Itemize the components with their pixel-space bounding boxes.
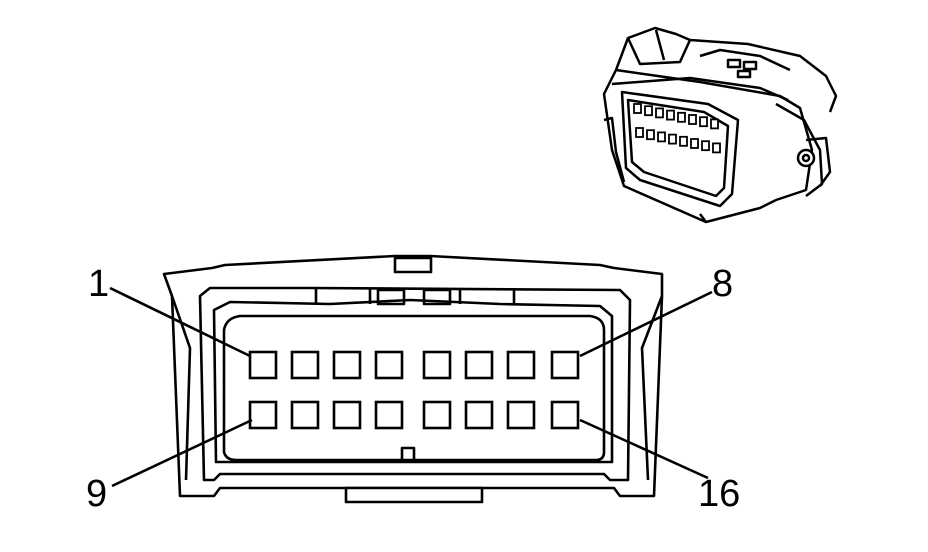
pin-cavity-7 <box>506 350 536 380</box>
cavity-3d-2 <box>644 105 653 117</box>
pin-label-8: 8 <box>712 263 733 305</box>
pin-cavity-13 <box>422 400 452 430</box>
pin-cavity-2 <box>290 350 320 380</box>
cavity-3d-10 <box>646 129 655 141</box>
cavity-3d-9 <box>635 127 644 138</box>
pin-cavity-16 <box>550 400 580 430</box>
pin-cavity-6 <box>464 350 494 380</box>
leader-pin-9 <box>111 418 253 488</box>
cavity-3d-7 <box>699 116 708 128</box>
leader-pin-16 <box>579 418 709 480</box>
connector-3d-cavities <box>633 103 721 154</box>
cavity-3d-12 <box>668 133 677 145</box>
connector-face-cavities <box>248 350 580 430</box>
pin-cavity-5 <box>422 350 452 380</box>
pin-cavity-11 <box>332 400 362 430</box>
leader-lines <box>109 286 713 488</box>
connector-3d-view <box>602 26 838 224</box>
cavity-3d-4 <box>666 109 675 121</box>
cavity-3d-1 <box>633 103 642 114</box>
cavity-3d-15 <box>701 140 710 152</box>
pin-label-1: 1 <box>88 263 109 305</box>
leader-pin-8 <box>579 290 713 358</box>
top-key <box>393 256 433 274</box>
cavity-3d-8 <box>710 118 719 130</box>
leader-pin-1 <box>109 286 251 358</box>
pin-cavity-1 <box>248 350 278 380</box>
pin-cavity-10 <box>290 400 320 430</box>
bottom-tab <box>344 486 484 504</box>
cavity-3d-5 <box>677 111 686 123</box>
pin-label-16: 16 <box>698 473 740 515</box>
pin-cavity-15 <box>506 400 536 430</box>
pin-cavity-3 <box>332 350 362 380</box>
cavity-3d-16 <box>712 142 721 154</box>
cavity-3d-13 <box>679 135 688 147</box>
cavity-3d-14 <box>690 138 699 149</box>
pin-cavity-9 <box>248 400 278 430</box>
pin-cavity-12 <box>374 400 404 430</box>
pin-cavity-8 <box>550 350 580 380</box>
cavity-3d-11 <box>657 131 666 143</box>
cavity-3d-3 <box>655 107 664 119</box>
pin-cavity-14 <box>464 400 494 430</box>
cavity-3d-6 <box>688 114 697 125</box>
pin-label-9: 9 <box>86 473 107 515</box>
pin-cavity-4 <box>374 350 404 380</box>
connector-face-view <box>162 254 664 504</box>
